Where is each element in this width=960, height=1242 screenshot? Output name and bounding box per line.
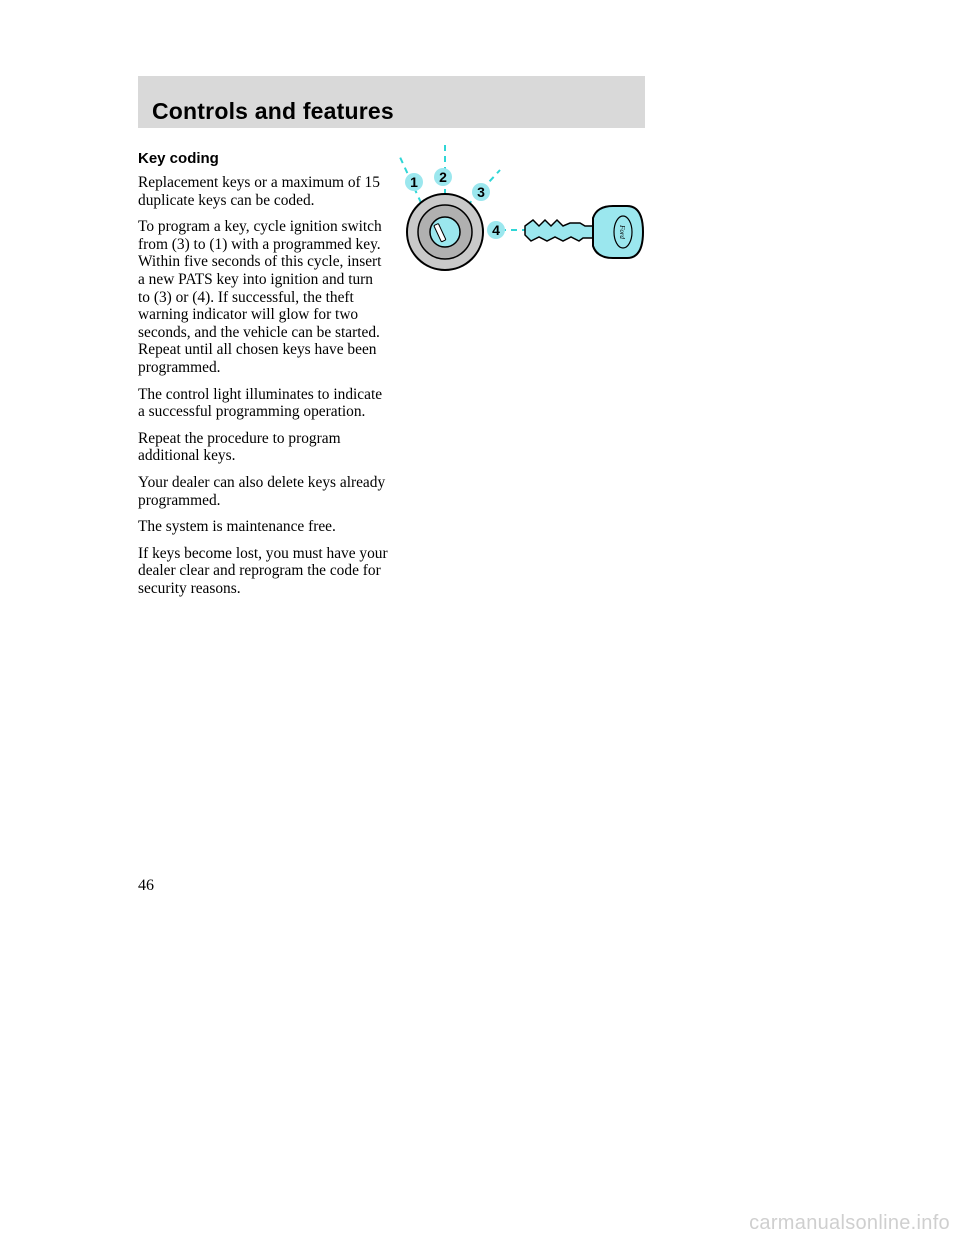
main-content: Key coding Replacement keys or a maximum…	[138, 150, 388, 606]
page-section-title: Controls and features	[152, 98, 394, 124]
paragraph: The system is maintenance free.	[138, 518, 336, 536]
position-label-2: 2	[439, 169, 447, 185]
position-label-4: 4	[492, 222, 500, 238]
position-label-3: 3	[477, 184, 485, 200]
paragraph: Your dealer can also delete keys already…	[138, 473, 386, 509]
position-label-1: 1	[410, 174, 418, 190]
ford-logo-oval	[613, 215, 633, 249]
paragraph: If keys become lost, you must have your …	[138, 544, 388, 597]
ford-key-icon	[524, 205, 645, 259]
paragraph: Repeat the procedure to program addition…	[138, 429, 341, 465]
ford-logo-text: Ford	[618, 224, 626, 239]
paragraph: The control light illuminates to indicat…	[138, 385, 383, 421]
paragraph: Replacement keys or a maximum of 15 dupl…	[138, 174, 380, 209]
ignition-diagram: 1 2 3 4 Ford	[398, 144, 645, 271]
paragraph: To program a key, cycle ignition switch …	[138, 218, 382, 376]
header-band: Controls and features	[138, 76, 645, 128]
section-heading: Key coding	[138, 150, 219, 167]
ignition-cylinder-icon	[406, 193, 484, 271]
ignition-key-illustration: 1 2 3 4 Ford	[395, 140, 655, 280]
watermark-text: carmanualsonline.info	[749, 1212, 950, 1234]
page-number: 46	[138, 877, 154, 894]
